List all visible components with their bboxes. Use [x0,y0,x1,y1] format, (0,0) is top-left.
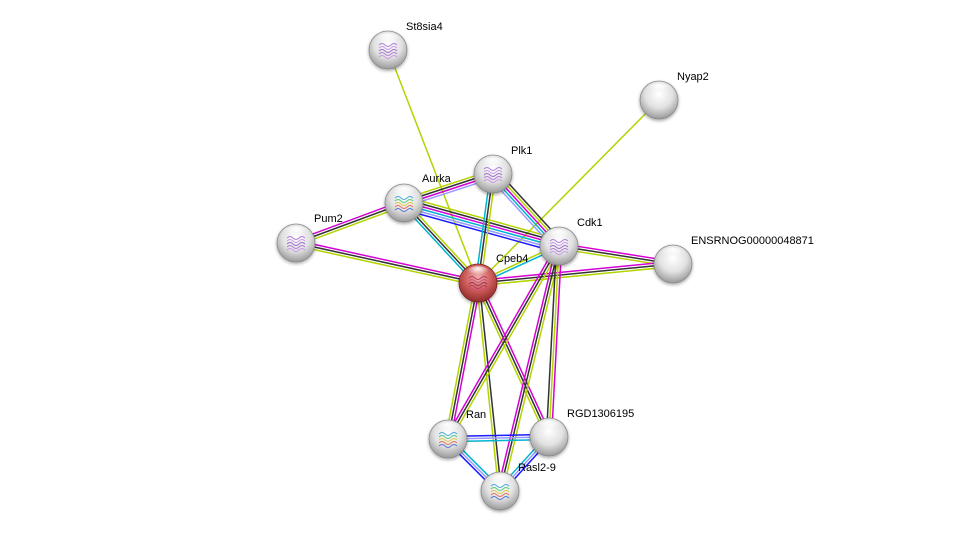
edge-Cpeb4-Rasl2-9[interactable] [475,282,503,492]
edge-line-known_exp [550,246,563,438]
edge-line-coexpression [477,282,550,438]
edge-line-textmining [295,244,478,287]
edge-line-known_exp [449,283,482,440]
node-Rasl2-9[interactable]: Rasl2-9 [480,462,556,511]
node-ENSRNOG00000048871[interactable]: ENSRNOG00000048871 [653,235,814,284]
edge-line-known_exp [559,242,674,263]
node-Cdk1[interactable]: Cdk1 [539,217,603,266]
edge-Pum2-Cpeb4[interactable] [295,239,479,287]
edge-line-known_exp [445,244,558,439]
edge-Cpeb4-ENSRNOG00000048871[interactable] [477,260,674,287]
edge-line-textmining [449,246,562,441]
edge-line-textmining [501,246,563,492]
edge-line-textmining [548,245,560,438]
edge-line-homology [402,206,559,251]
node-label: Cpeb4 [496,253,528,265]
edge-line-known_exp [404,201,560,246]
edge-line-coexpression [545,245,558,437]
edge-line-coexpression [447,282,479,440]
protein-structure-icon [438,432,458,448]
edge-Aurka-Cdk1[interactable] [402,196,561,253]
edge-line-textmining [474,283,548,439]
edge-line-coexpression [478,282,503,491]
node-label: St8sia4 [406,21,443,33]
edge-line-textmining [477,99,660,284]
node-label: Plk1 [511,145,532,157]
edge-line-textmining [478,265,674,287]
edge-Nyap2-Cpeb4[interactable] [477,99,660,284]
node-label: Aurka [422,173,452,185]
node-highlight [284,226,308,239]
edge-line-coexpression [447,245,560,440]
edge-line-textmining [405,196,561,241]
edge-line-textmining [444,282,477,439]
edge-Cdk1-Ran[interactable] [445,244,562,441]
node-Pum2[interactable]: Pum2 [276,213,343,263]
edge-St8sia4-Cpeb4[interactable] [387,49,479,284]
node-highlight [537,420,561,433]
edge-line-coexpression [404,198,561,243]
node-highlight [661,247,685,260]
node-highlight [392,186,416,199]
edge-line-coexpression [295,242,479,284]
edge-Cpeb4-Ran[interactable] [444,282,482,440]
node-Aurka[interactable]: Aurka [384,173,452,223]
edge-line-coexpression [477,263,674,284]
edge-Cdk1-Rasl2-9[interactable] [496,245,563,492]
node-label: Cdk1 [577,217,603,229]
edge-line-known_exp [479,281,553,437]
node-label: Rasl2-9 [518,462,556,474]
edge-line-known_exp [477,260,673,282]
node-highlight [547,229,571,242]
edge-line-textmining [387,49,479,284]
node-label: Ran [466,409,486,421]
edge-line-coexpression [499,245,560,492]
node-label: Pum2 [314,213,343,225]
node-label: ENSRNOG00000048871 [691,235,814,247]
node-highlight [466,266,490,279]
edge-line-known_db [403,203,559,248]
node-highlight [647,83,671,96]
node-Plk1[interactable]: Plk1 [473,145,532,194]
node-St8sia4[interactable]: St8sia4 [368,21,443,70]
edge-line-known_exp [496,245,558,491]
node-label: Nyap2 [677,71,709,83]
edge-line-neighborhood [402,208,558,253]
node-Cpeb4[interactable]: Cpeb4 [458,253,528,303]
node-RGD1306195[interactable]: RGD1306195 [529,408,634,457]
edge-Cdk1-RGD1306195[interactable] [545,245,563,438]
node-highlight [481,157,505,170]
edge-Cpeb4-RGD1306195[interactable] [474,281,553,439]
edge-line-textmining [475,283,500,492]
node-Ran[interactable]: Ran [428,409,486,459]
node-label: RGD1306195 [567,408,634,420]
edge-line-known_exp [296,239,479,282]
node-Nyap2[interactable]: Nyap2 [639,71,709,120]
node-highlight [436,422,460,435]
node-highlight [376,33,400,46]
node-highlight [488,474,512,487]
